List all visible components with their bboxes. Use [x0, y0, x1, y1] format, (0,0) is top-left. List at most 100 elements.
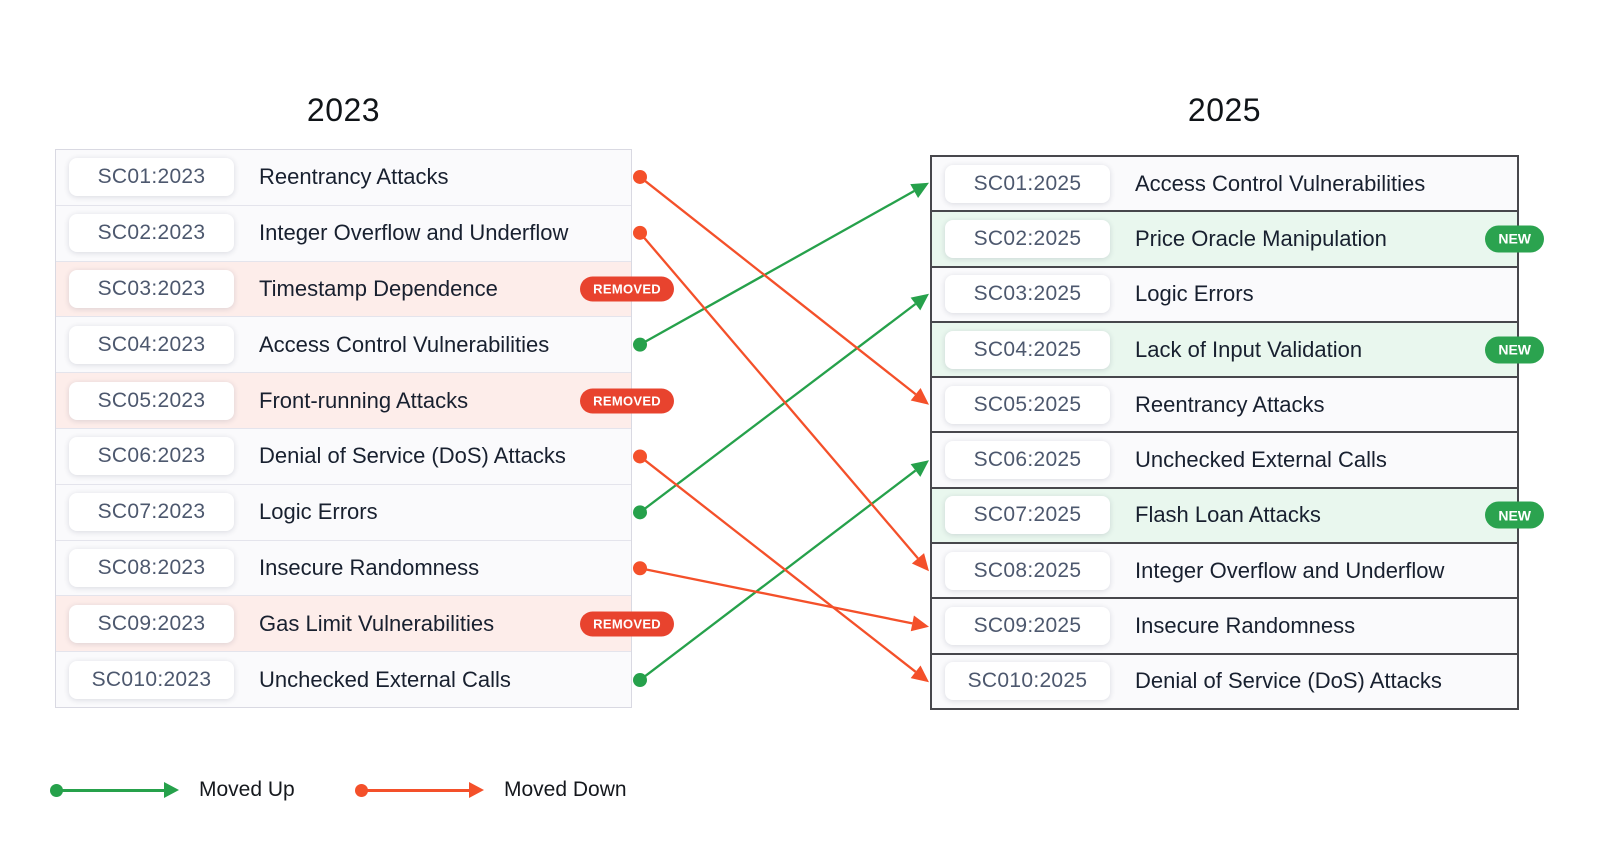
row-code-pill: SC08:2025 [945, 551, 1110, 590]
table-row: SC04:2023 Access Control Vulnerabilities [56, 317, 631, 374]
row-code-pill: SC01:2025 [945, 164, 1110, 203]
row-code: SC010:2025 [967, 669, 1088, 693]
legend-moved-down: Moved Down [355, 778, 627, 801]
table-row: SC03:2023 Timestamp Dependence REMOVED [56, 261, 674, 318]
legend-moved-up-label: Moved Up [199, 778, 295, 801]
row-code: SC07:2023 [97, 500, 206, 524]
row-code-pill: SC02:2025 [945, 219, 1110, 258]
row-vulnerability-name: Front-running Attacks [259, 387, 469, 413]
row-code-pill: SC010:2023 [69, 660, 234, 699]
row-code: SC010:2023 [91, 667, 212, 691]
row-vulnerability-name: Reentrancy Attacks [259, 164, 449, 190]
row-code-pill: SC04:2025 [945, 330, 1110, 369]
table-row: SC08:2023 Insecure Randomness [56, 540, 631, 597]
row-code: SC04:2025 [973, 337, 1082, 361]
row-vulnerability-name: Gas Limit Vulnerabilities [259, 610, 495, 636]
movement-arrow-up [633, 460, 929, 688]
row-vulnerability-name: Unchecked External Calls [259, 666, 511, 692]
table-row: SC04:2025 Lack of Input Validation NEW [932, 322, 1544, 379]
moved-up-line [62, 788, 165, 792]
table-row: SC09:2025 Insecure Randomness [932, 599, 1517, 655]
row-code: SC03:2023 [97, 276, 206, 300]
row-code: SC03:2025 [973, 282, 1082, 306]
row-code: SC08:2023 [97, 555, 206, 579]
row-code: SC05:2023 [97, 388, 206, 412]
movement-arrow-down [633, 561, 929, 632]
removed-badge: REMOVED [580, 276, 674, 302]
movement-arrow-up [633, 182, 929, 352]
row-code-pill: SC09:2023 [69, 604, 234, 643]
removed-badge: REMOVED [580, 611, 674, 637]
table-row: SC03:2025 Logic Errors [932, 267, 1517, 323]
moved-down-arrow-icon [469, 782, 484, 798]
row-vulnerability-name: Lack of Input Validation [1135, 336, 1363, 362]
row-code: SC02:2025 [973, 226, 1082, 250]
table-row: SC06:2025 Unchecked External Calls [932, 433, 1517, 489]
moved-up-dot-icon [50, 783, 63, 797]
row-code-pill: SC03:2023 [69, 269, 234, 308]
movement-arrow-up [633, 293, 929, 520]
row-vulnerability-name: Timestamp Dependence [259, 275, 498, 301]
row-code: SC04:2023 [97, 332, 206, 356]
legend-moved-down-label: Moved Down [504, 778, 627, 801]
legend-moved-up: Moved Up [50, 778, 295, 801]
row-vulnerability-name: Unchecked External Calls [1135, 447, 1387, 473]
row-code: SC09:2023 [97, 611, 206, 635]
moved-up-arrow-icon [164, 782, 179, 798]
row-vulnerability-name: Logic Errors [1135, 281, 1254, 307]
row-vulnerability-name: Price Oracle Manipulation [1135, 225, 1387, 251]
table-row: SC02:2025 Price Oracle Manipulation NEW [932, 212, 1544, 268]
table-row: SC05:2023 Front-running Attacks REMOVED [56, 373, 674, 429]
row-vulnerability-name: Access Control Vulnerabilities [1135, 170, 1426, 196]
new-badge: NEW [1485, 336, 1544, 364]
row-vulnerability-name: Flash Loan Attacks [1135, 502, 1321, 528]
row-code-pill: SC03:2025 [945, 275, 1110, 314]
row-code-pill: SC07:2023 [69, 493, 234, 532]
moved-down-dot-icon [355, 783, 368, 797]
row-vulnerability-name: Insecure Randomness [259, 554, 480, 580]
row-vulnerability-name: Denial of Service (DoS) Attacks [1135, 668, 1442, 694]
row-code-pill: SC04:2023 [69, 325, 234, 364]
removed-badge: REMOVED [580, 388, 674, 414]
row-vulnerability-name: Denial of Service (DoS) Attacks [259, 443, 566, 469]
table-row: SC010:2025 Denial of Service (DoS) Attack… [932, 654, 1517, 708]
table-row: SC02:2023 Integer Overflow and Underflow [56, 205, 631, 262]
table-title-2023: 2023 [306, 92, 381, 128]
table-row: SC01:2023 Reentrancy Attacks [56, 150, 631, 206]
row-code: SC08:2025 [973, 558, 1082, 582]
row-code: SC01:2025 [973, 171, 1082, 195]
table-row: SC06:2023 Denial of Service (DoS) Attacks [56, 428, 631, 485]
row-code: SC02:2023 [97, 221, 206, 245]
row-code: SC07:2025 [973, 503, 1082, 527]
row-code-pill: SC06:2023 [69, 437, 234, 476]
row-vulnerability-name: Reentrancy Attacks [1135, 391, 1325, 417]
row-code-pill: SC09:2025 [945, 607, 1110, 646]
movement-arrow-down [633, 449, 929, 683]
table-row: SC07:2025 Flash Loan Attacks NEW [932, 488, 1544, 545]
new-badge: NEW [1485, 225, 1544, 253]
row-code: SC06:2025 [973, 448, 1082, 472]
moved-down-line [367, 788, 470, 792]
row-code: SC09:2025 [973, 614, 1082, 638]
row-code-pill: SC06:2025 [945, 441, 1110, 480]
movement-arrow-down [633, 169, 929, 405]
row-code-pill: SC01:2023 [69, 158, 234, 197]
row-code: SC06:2023 [97, 444, 206, 468]
row-code-pill: SC02:2023 [69, 214, 234, 253]
row-code-pill: SC010:2025 [945, 662, 1110, 701]
row-code-pill: SC05:2025 [945, 385, 1110, 424]
row-vulnerability-name: Integer Overflow and Underflow [259, 220, 569, 246]
row-code-pill: SC07:2025 [945, 496, 1110, 535]
row-vulnerability-name: Insecure Randomness [1135, 613, 1356, 639]
row-vulnerability-name: Integer Overflow and Underflow [1135, 557, 1445, 583]
row-code: SC01:2023 [97, 165, 206, 189]
table-title-2025: 2025 [1187, 92, 1262, 128]
table-row: SC010:2023 Unchecked External Calls [56, 652, 631, 707]
row-vulnerability-name: Access Control Vulnerabilities [259, 331, 550, 357]
row-code: SC05:2025 [973, 392, 1082, 416]
new-badge: NEW [1485, 501, 1544, 529]
